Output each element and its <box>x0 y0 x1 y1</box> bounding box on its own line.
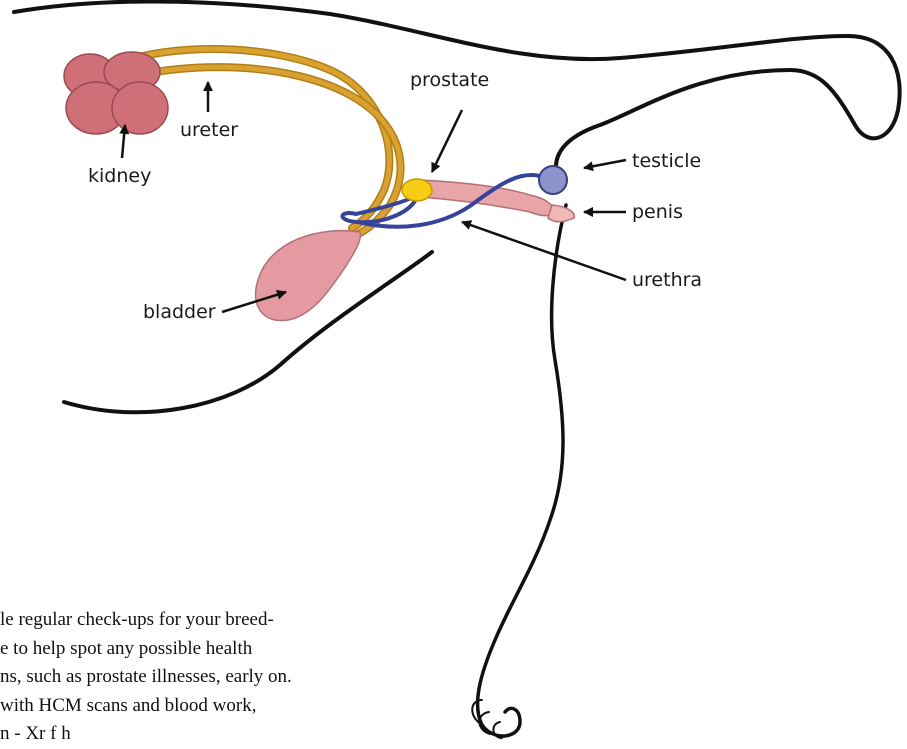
hind-leg <box>478 205 566 736</box>
arrow-urethra <box>462 222 626 280</box>
label-penis: penis <box>632 201 683 223</box>
label-bladder: bladder <box>143 301 216 323</box>
ureter-upper-fill <box>120 49 389 228</box>
kidney-lobe <box>112 82 168 134</box>
label-kidney: kidney <box>88 165 151 187</box>
caption-line: with HCM scans and blood work, <box>0 692 430 721</box>
label-urethra: urethra <box>632 269 702 291</box>
caption-line: e to help spot any possible health <box>0 635 430 664</box>
label-ureter: ureter <box>180 119 238 141</box>
arrow-prostate <box>432 110 462 172</box>
testicle <box>539 166 567 194</box>
label-testicle: testicle <box>632 150 701 172</box>
caption-line: n - Xr f h <box>0 720 430 749</box>
caption-line: le regular check-ups for your breed- <box>0 606 430 635</box>
penis-shaft <box>420 180 556 216</box>
arrow-kidney <box>122 125 125 158</box>
bladder <box>256 231 361 321</box>
arrow-testicle <box>584 160 626 168</box>
belly-line <box>64 252 432 412</box>
kidney <box>64 52 168 134</box>
caption-text: le regular check-ups for your breed- e t… <box>0 606 430 749</box>
ureter-upper <box>120 49 389 228</box>
penis-tip <box>548 205 574 222</box>
caption-line: ns, such as prostate illnesses, early on… <box>0 663 430 692</box>
label-prostate: prostate <box>410 69 489 91</box>
ureters <box>118 49 401 234</box>
prostate <box>402 179 432 201</box>
